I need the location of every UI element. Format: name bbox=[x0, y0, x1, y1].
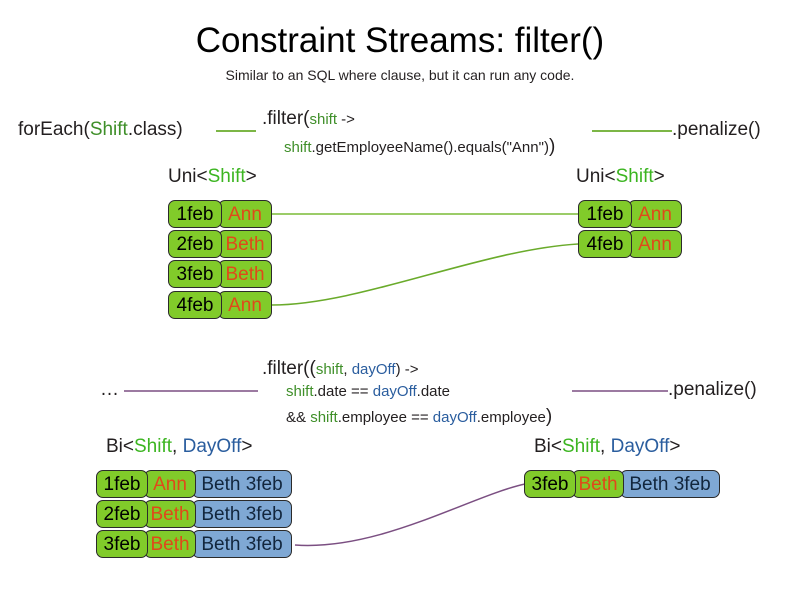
tuple-cell-name: Beth bbox=[144, 530, 196, 558]
bi-filter-head: .filter((shift, dayOff) -> bbox=[262, 358, 419, 380]
tuple-cell-date: 1feb bbox=[578, 200, 632, 228]
uni-input-tuple-row[interactable]: 2feb Beth bbox=[168, 230, 272, 258]
uni-output-tuple-row[interactable]: 1feb Ann bbox=[578, 200, 682, 228]
bi-output-type-sep: , bbox=[600, 436, 611, 457]
foreach-call: forEach(Shift.class) bbox=[18, 119, 183, 141]
uni-output-type-param: Shift bbox=[615, 166, 654, 187]
bi-input-type-suffix: > bbox=[241, 436, 253, 457]
bi-output-type-param-b: DayOff bbox=[610, 436, 670, 457]
bi-input-type-sep: , bbox=[172, 436, 183, 457]
bi-filter-l3-b: dayOff bbox=[432, 409, 477, 426]
uni-filter-body: shift.getEmployeeName().equals("Ann")) bbox=[284, 136, 555, 158]
tuple-cell-name: Ann bbox=[218, 200, 272, 228]
bi-filter-l2-mid: .date == bbox=[313, 383, 373, 400]
tuple-cell-name: Beth bbox=[218, 230, 272, 258]
uni-input-tuple-row[interactable]: 1feb Ann bbox=[168, 200, 272, 228]
tuple-cell-date: 4feb bbox=[168, 291, 222, 319]
bi-filter-l3-mid: .employee == bbox=[337, 409, 433, 426]
uni-input-type-suffix: > bbox=[245, 166, 257, 187]
bi-filter-body-line-1: shift.date == dayOff.date bbox=[286, 383, 450, 400]
bi-filter-l3-end: .employee bbox=[476, 409, 546, 426]
tuple-cell-date: 1feb bbox=[96, 470, 148, 498]
tuple-cell-name: Ann bbox=[628, 230, 682, 258]
uni-filter-body-var: shift bbox=[284, 139, 312, 156]
foreach-suffix: .class) bbox=[127, 119, 183, 140]
bi-filter-method: .filter(( bbox=[262, 358, 316, 379]
bi-source-ellipsis: … bbox=[100, 379, 120, 400]
bi-filter-l2-b: dayOff bbox=[372, 383, 417, 400]
uni-input-type-param: Shift bbox=[207, 166, 246, 187]
tuple-cell-date: 2feb bbox=[168, 230, 222, 258]
tuple-cell-dayoff: Beth 3feb bbox=[192, 470, 292, 498]
tuple-cell-date: 1feb bbox=[168, 200, 222, 228]
bi-input-type-prefix: Bi< bbox=[106, 436, 134, 457]
tuple-cell-dayoff: Beth 3feb bbox=[192, 530, 292, 558]
bi-input-tuple-row[interactable]: 2feb Beth Beth 3feb bbox=[96, 500, 292, 528]
tuple-cell-name: Ann bbox=[218, 291, 272, 319]
bi-output-type-prefix: Bi< bbox=[534, 436, 562, 457]
bi-filter-l2-a: shift bbox=[286, 383, 314, 400]
bi-filter-l3-a: shift bbox=[310, 409, 338, 426]
page-title: Constraint Streams: filter() bbox=[195, 21, 605, 60]
uni-output-tuple-row[interactable]: 4feb Ann bbox=[578, 230, 682, 258]
bi-output-type-suffix: > bbox=[669, 436, 681, 457]
tuple-cell-name: Ann bbox=[144, 470, 196, 498]
bi-filter-l2-end: .date bbox=[416, 383, 451, 400]
uni-output-type-label: Uni<Shift> bbox=[576, 166, 665, 188]
tuple-cell-date: 3feb bbox=[168, 260, 222, 288]
uni-filter-body-rest: .getEmployeeName().equals("Ann") bbox=[311, 139, 549, 156]
tuple-cell-date: 3feb bbox=[524, 470, 576, 498]
bi-filter-lambda-param-b: dayOff bbox=[351, 361, 396, 378]
bi-filter-body-line-2: && shift.employee == dayOff.employee) bbox=[286, 406, 552, 428]
uni-input-type-label: Uni<Shift> bbox=[168, 166, 257, 188]
uni-input-tuple-row[interactable]: 3feb Beth bbox=[168, 260, 272, 288]
bi-filter-l3-pre: && bbox=[286, 409, 311, 426]
tuple-cell-date: 2feb bbox=[96, 500, 148, 528]
uni-input-type-prefix: Uni< bbox=[168, 166, 208, 187]
uni-filter-method: .filter( bbox=[262, 108, 310, 129]
page-subtitle: Similar to an SQL where clause, but it c… bbox=[225, 67, 575, 83]
uni-filter-head: .filter(shift -> bbox=[262, 108, 355, 130]
uni-input-tuple-row[interactable]: 4feb Ann bbox=[168, 291, 272, 319]
bi-input-type-param-a: Shift bbox=[134, 436, 173, 457]
link-4feb-to-4feb bbox=[271, 243, 579, 306]
bi-input-tuple-row[interactable]: 3feb Beth Beth 3feb bbox=[96, 530, 292, 558]
tuple-cell-date: 4feb bbox=[578, 230, 632, 258]
bi-filter-close-paren: ) bbox=[545, 406, 553, 427]
bi-output-type-label: Bi<Shift, DayOff> bbox=[534, 436, 680, 458]
bi-penalize-call: .penalize() bbox=[668, 379, 757, 400]
bi-filter-lambda-sep: , bbox=[343, 361, 352, 378]
tuple-cell-name: Beth bbox=[144, 500, 196, 528]
tuple-cell-name: Beth bbox=[218, 260, 272, 288]
bi-filter-arrow: ) -> bbox=[395, 361, 419, 378]
tuple-cell-name: Beth bbox=[572, 470, 624, 498]
bi-input-tuple-row[interactable]: 1feb Ann Beth 3feb bbox=[96, 470, 292, 498]
uni-filter-close-paren: ) bbox=[548, 136, 556, 157]
tuple-cell-name: Ann bbox=[628, 200, 682, 228]
bi-input-type-param-b: DayOff bbox=[182, 436, 242, 457]
uni-filter-arrow: -> bbox=[337, 111, 355, 128]
uni-output-type-suffix: > bbox=[653, 166, 665, 187]
uni-penalize-call: .penalize() bbox=[672, 119, 761, 140]
foreach-prefix: forEach( bbox=[18, 119, 90, 140]
tuple-cell-dayoff: Beth 3feb bbox=[192, 500, 292, 528]
bi-output-type-param-a: Shift bbox=[562, 436, 601, 457]
bi-output-tuple-row[interactable]: 3feb Beth Beth 3feb bbox=[524, 470, 720, 498]
bi-input-type-label: Bi<Shift, DayOff> bbox=[106, 436, 252, 458]
uni-filter-lambda-param: shift bbox=[309, 111, 338, 128]
foreach-type: Shift bbox=[89, 119, 128, 140]
uni-output-type-prefix: Uni< bbox=[576, 166, 616, 187]
bi-filter-lambda-param-a: shift bbox=[315, 361, 344, 378]
tuple-cell-dayoff: Beth 3feb bbox=[620, 470, 720, 498]
tuple-cell-date: 3feb bbox=[96, 530, 148, 558]
link-3feb-bi-to-3feb-bi bbox=[294, 483, 526, 547]
